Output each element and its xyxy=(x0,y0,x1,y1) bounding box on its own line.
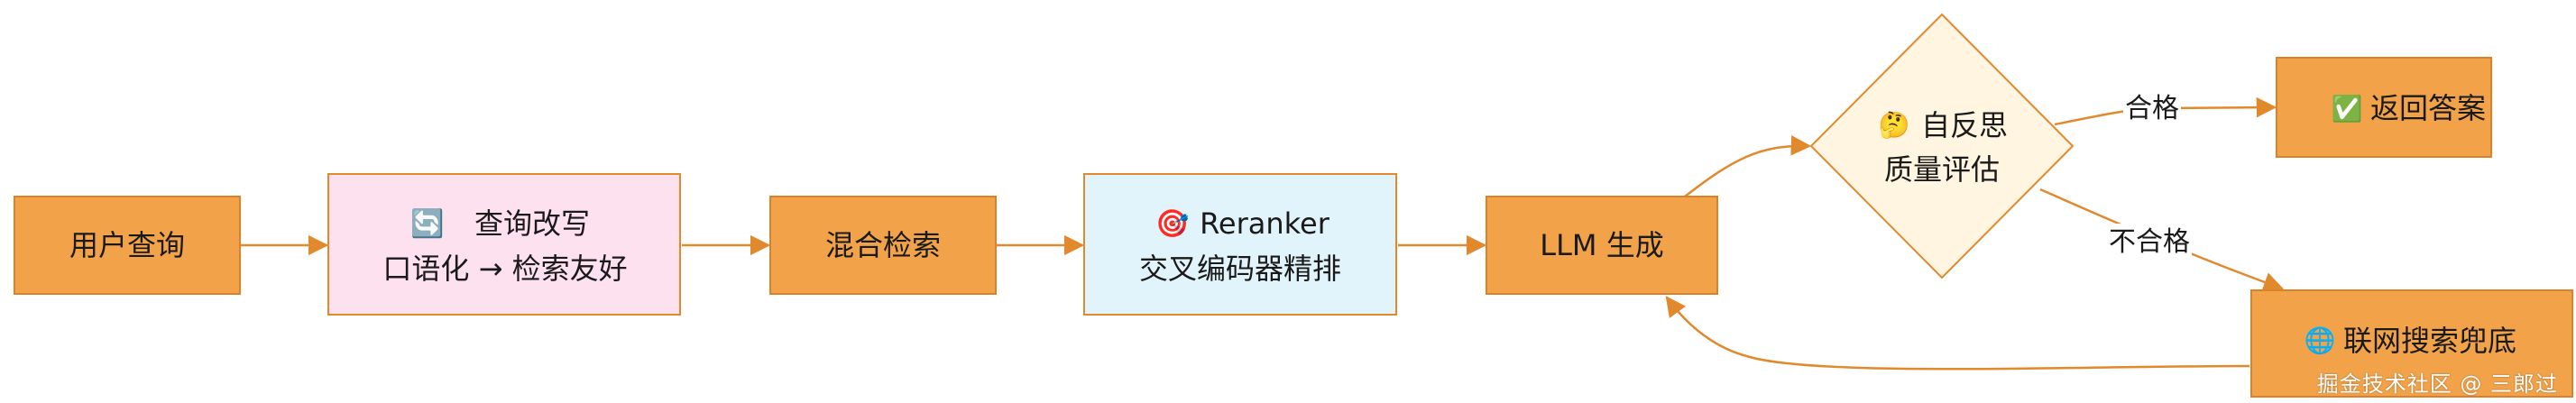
node-reflect-subtitle: 质量评估 xyxy=(1884,152,2000,187)
node-web-search-box xyxy=(2250,289,2573,398)
node-user-query-label: 用户查询 xyxy=(69,228,185,262)
node-rewrite-title: 查询改写 xyxy=(474,206,590,241)
node-reflect-diamond xyxy=(1809,13,2075,279)
node-llm: LLM 生成 xyxy=(1486,196,1718,295)
fail-label: 不合格 xyxy=(2109,226,2190,258)
node-user-query-box xyxy=(14,196,241,295)
node-rewrite: 🔄 查询改写 口语化 → 检索友好 xyxy=(327,173,681,316)
watermark: 掘金技术社区 @ 三郎过 xyxy=(2316,371,2558,397)
thinking-icon: 🤔 xyxy=(1879,110,1910,140)
node-reranker-subtitle: 交叉编码器精排 xyxy=(1139,252,1341,286)
pass-label: 合格 xyxy=(2125,93,2179,124)
node-reranker-box xyxy=(1083,173,1397,316)
node-answer-box xyxy=(2276,57,2492,158)
node-llm-box xyxy=(1486,196,1718,295)
check-icon: ✅ xyxy=(2332,94,2363,124)
node-user-query: 用户查询 xyxy=(14,196,241,295)
edge-labels: 合格 不合格 xyxy=(2107,90,2192,258)
node-answer-label: 返回答案 xyxy=(2370,91,2486,125)
fail-label-bg xyxy=(2107,224,2192,258)
edge-llm-to-reflect xyxy=(1684,135,1812,197)
node-answer: ✅ 返回答案 xyxy=(2276,57,2492,158)
node-rewrite-subtitle: 口语化 → 检索友好 xyxy=(382,252,627,286)
node-hybrid: 混合检索 xyxy=(769,196,997,295)
node-web-search: 🌐 联网搜索兜底 xyxy=(2250,289,2573,398)
node-reranker-title: Reranker xyxy=(1200,206,1330,241)
node-hybrid-label: 混合检索 xyxy=(825,228,941,262)
globe-icon: 🌐 xyxy=(2305,325,2336,355)
edge-web-to-llm xyxy=(1665,296,2250,371)
node-hybrid-box xyxy=(769,196,997,295)
node-rewrite-box xyxy=(327,173,681,316)
node-llm-label: LLM 生成 xyxy=(1540,228,1663,262)
node-reflect: 🤔 自反思 质量评估 xyxy=(1809,13,2075,279)
pass-label-bg xyxy=(2123,90,2181,124)
target-icon: 🎯 xyxy=(1155,208,1189,240)
node-web-search-label: 联网搜索兜底 xyxy=(2343,324,2516,358)
node-reranker: 🎯 Reranker 交叉编码器精排 xyxy=(1083,173,1397,316)
node-reflect-title: 自反思 xyxy=(1921,108,2008,142)
refresh-icon: 🔄 xyxy=(410,207,444,240)
